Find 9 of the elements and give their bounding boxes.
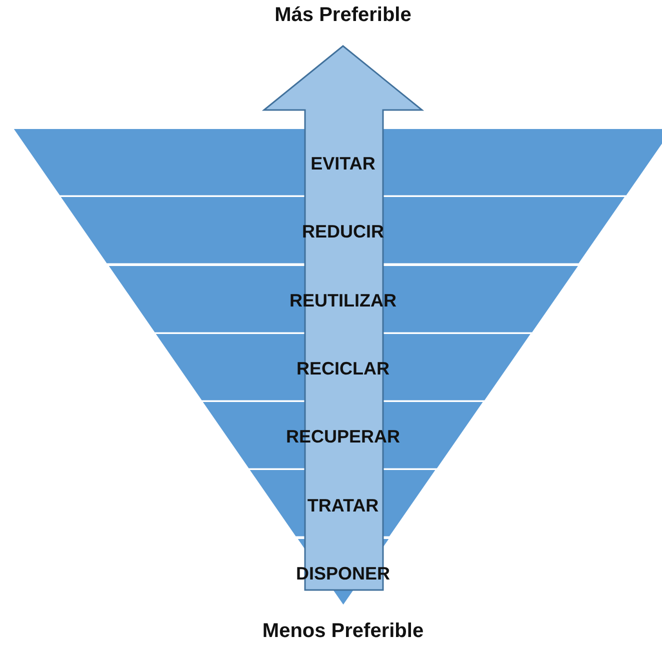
band-label: RECUPERAR xyxy=(286,426,400,448)
band-label: TRATAR xyxy=(307,495,379,516)
band-label: REDUCIR xyxy=(302,222,384,243)
band-label: DISPONER xyxy=(296,563,390,584)
band-label: EVITAR xyxy=(310,154,376,175)
band-label: REUTILIZAR xyxy=(289,290,396,312)
band-label: RECICLAR xyxy=(296,358,390,380)
axis-label: Más Preferible xyxy=(274,4,412,27)
axis-label: Menos Preferible xyxy=(262,620,424,643)
